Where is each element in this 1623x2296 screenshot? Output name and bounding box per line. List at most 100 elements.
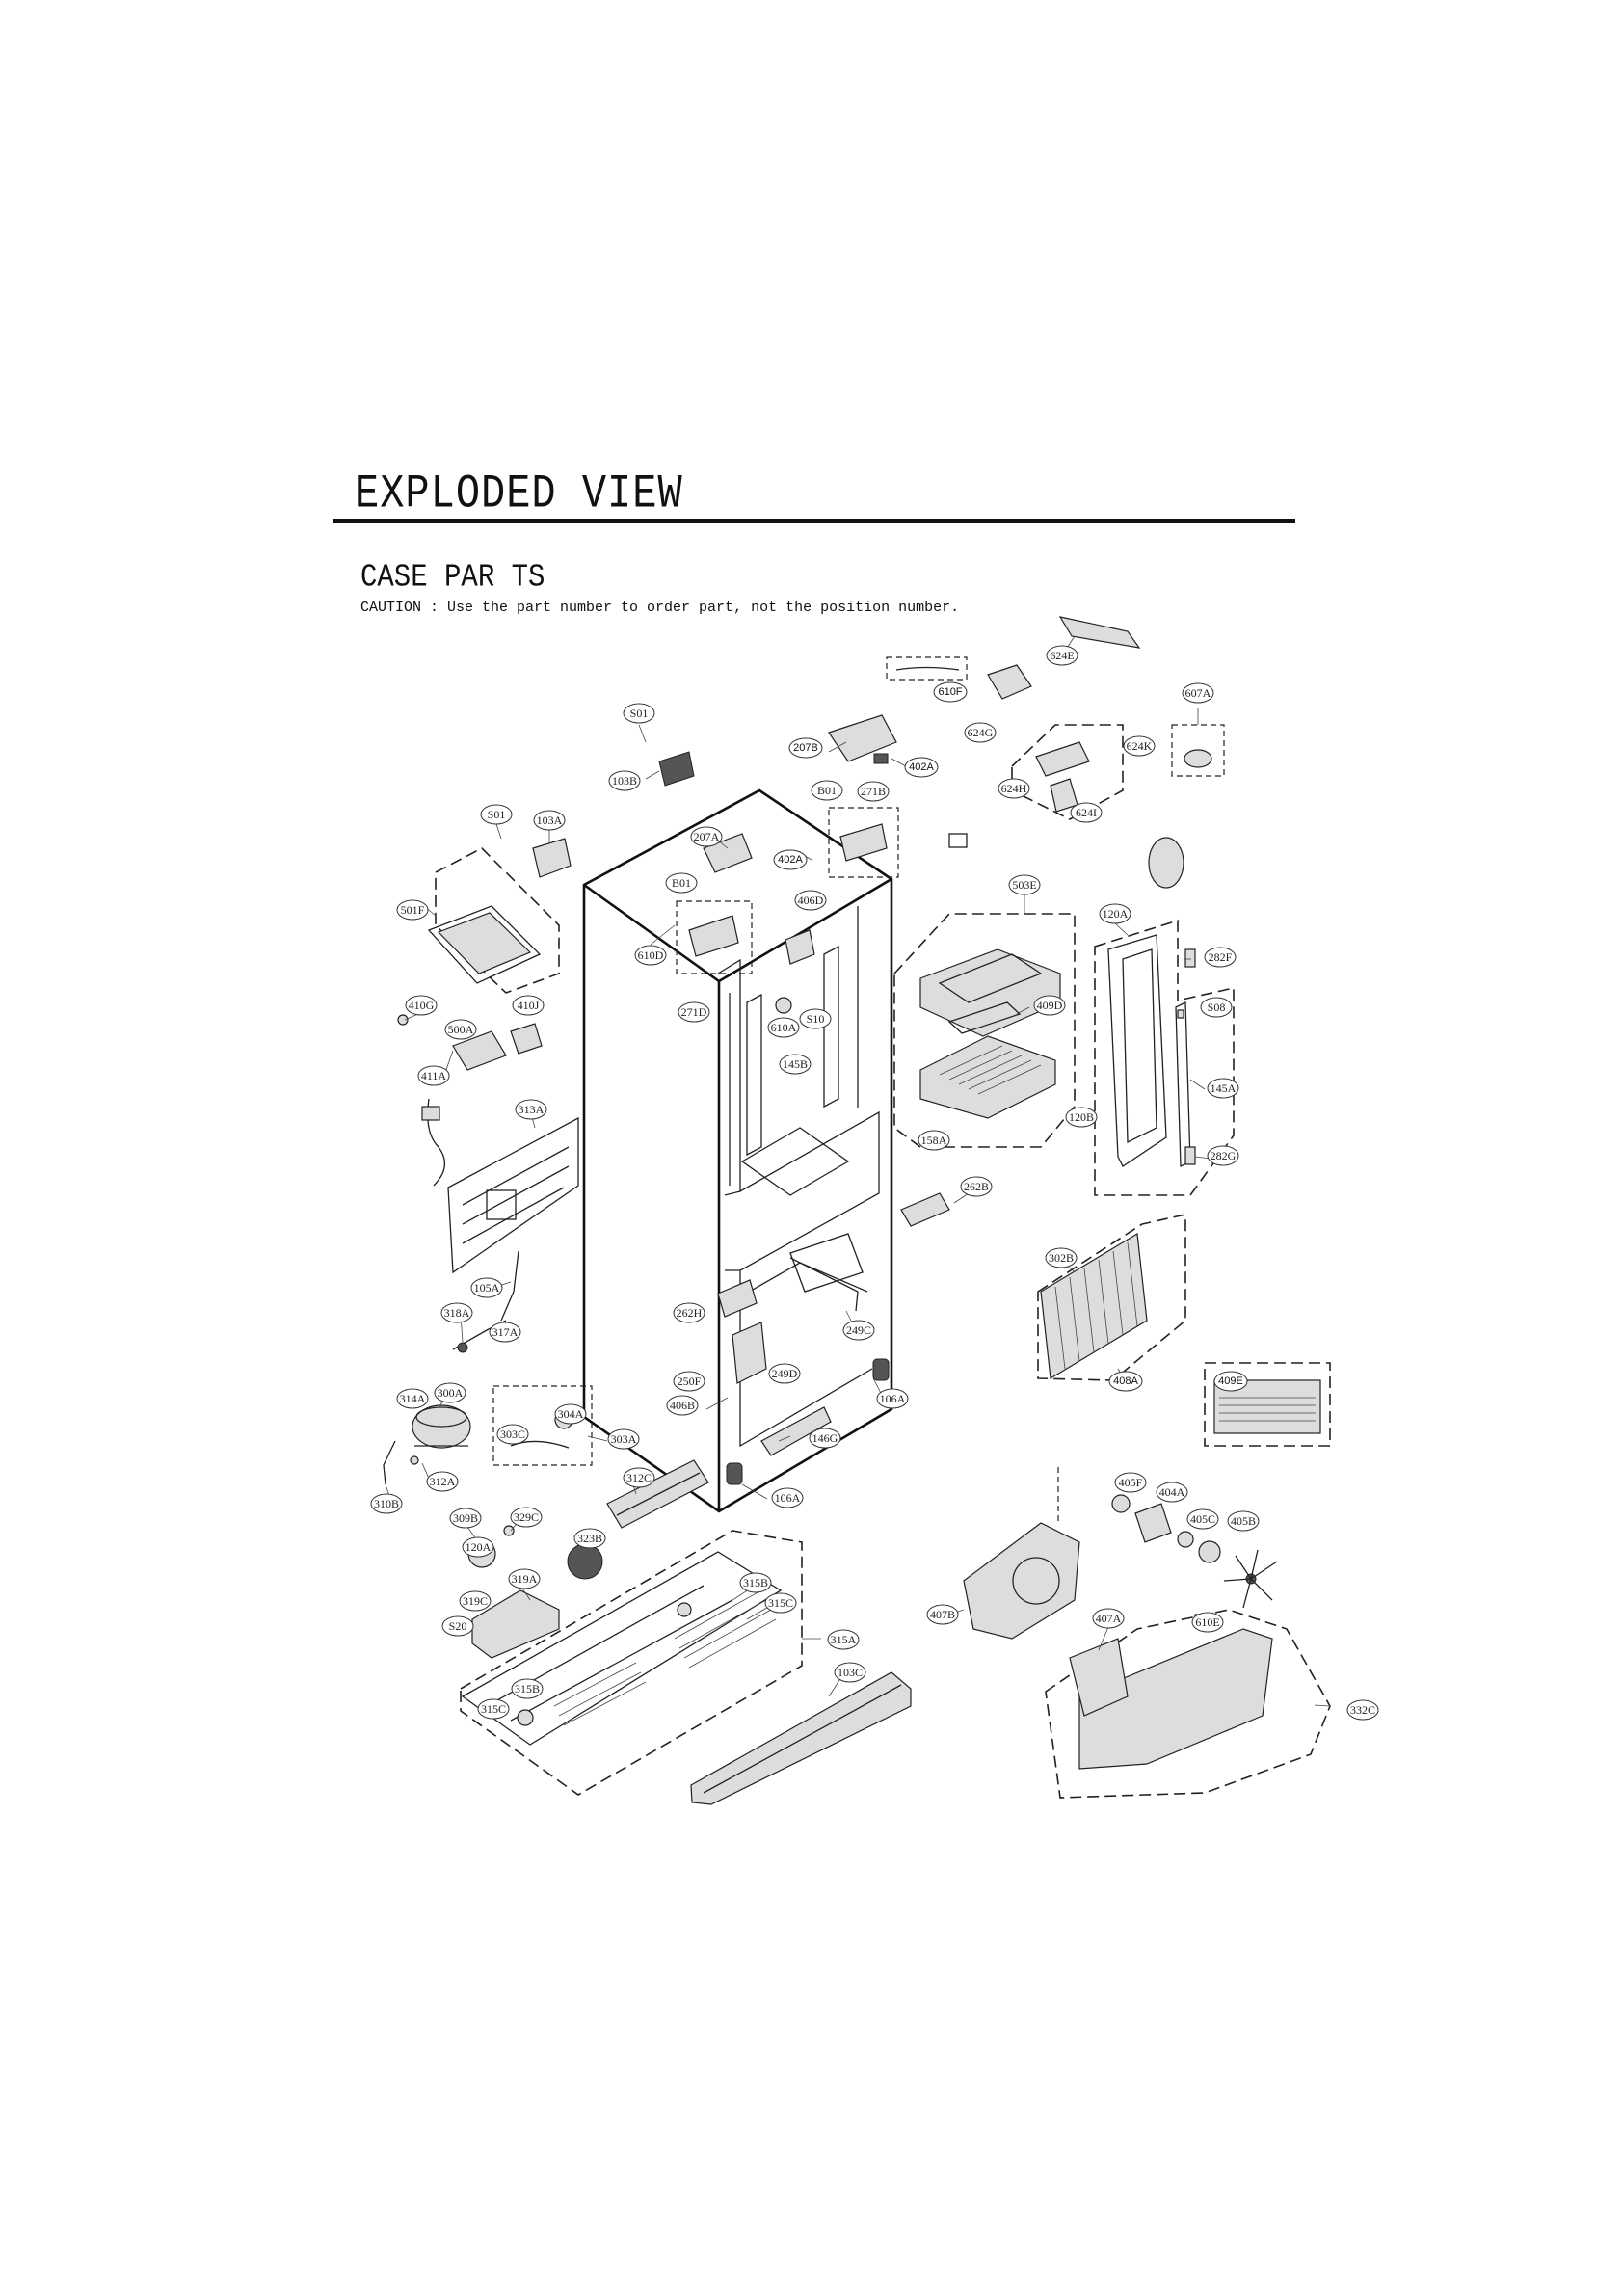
part-label-bubble: [405, 995, 438, 1016]
part-624j: [948, 833, 968, 848]
cabinet: [582, 788, 893, 1513]
part-label-text: 624G: [968, 726, 994, 739]
part-label-text: 312A: [430, 1475, 456, 1488]
part-label-405f: 405F: [1114, 1472, 1147, 1493]
part-label-bubble: [809, 1428, 841, 1449]
part-label-500a: 500A: [444, 1019, 477, 1040]
part-label-text: 304A: [558, 1407, 584, 1421]
part-label-bubble: [1346, 1699, 1379, 1721]
part-label-300a: 300A: [434, 1382, 466, 1403]
part-label-314a: 314A: [396, 1388, 429, 1409]
part-label-bubble: [441, 1615, 474, 1637]
part-label-bubble: [489, 1322, 521, 1343]
part-label-bubble: [857, 781, 890, 802]
part-label-bubble: [370, 1493, 403, 1514]
part-label-bubble: [511, 1678, 544, 1699]
part-label-bubble: [1204, 947, 1237, 968]
part-label-text: 500A: [448, 1023, 474, 1036]
part-label-bubble: [510, 1507, 543, 1528]
part-label-bubble: [623, 703, 655, 724]
fan-blade: [1223, 1549, 1278, 1609]
part-label-text: S20: [449, 1619, 467, 1633]
part-label-text: 329C: [514, 1510, 539, 1524]
part-label-408a: 408A: [1108, 1371, 1143, 1392]
part-label-bubble: [788, 737, 823, 759]
part-label-262h: 262H: [673, 1302, 705, 1323]
part-label-text: 145B: [783, 1057, 808, 1071]
part-label-text: 409E: [1218, 1375, 1243, 1387]
pipe-310b: [383, 1440, 396, 1485]
part-label-406b: 406B: [666, 1395, 699, 1416]
page-title: EXPLODED VIEW: [355, 467, 683, 521]
part-label-text: 302B: [1049, 1251, 1074, 1265]
part-label-text: 318A: [444, 1306, 470, 1320]
part-label-text: 207A: [694, 830, 720, 843]
part-label-503e: 503E: [1008, 874, 1041, 895]
part-label-bubble: [554, 1403, 587, 1425]
part-label-312c: 312C: [623, 1467, 655, 1488]
part-label-text: 271B: [861, 785, 886, 798]
strip-145a: [1175, 1001, 1191, 1168]
part-label-319c: 319C: [459, 1590, 492, 1612]
part-label-610d: 610D: [634, 945, 667, 966]
part-label-text: 404A: [1159, 1485, 1185, 1499]
rod-624e: [1058, 616, 1141, 649]
part-label-text: 250F: [678, 1375, 702, 1388]
part-label-text: 310B: [374, 1497, 399, 1510]
evaporator-302b: [1040, 1233, 1148, 1379]
part-label-text: 407B: [930, 1608, 955, 1621]
frame-271b: [828, 807, 899, 878]
part-label-315a: 315A: [827, 1629, 860, 1650]
part-label-271d: 271D: [678, 1001, 710, 1023]
cover-409d: [947, 1001, 1022, 1034]
part-label-bubble: [634, 945, 667, 966]
part-label-text: 405B: [1231, 1514, 1256, 1528]
part-label-bubble: [773, 849, 808, 870]
part-label-315b: 315B: [511, 1678, 544, 1699]
part-label-b01: B01: [665, 872, 698, 894]
part-label-text: 303C: [500, 1428, 525, 1441]
part-label-text: 120A: [466, 1540, 492, 1554]
part-label-bubble: [512, 995, 545, 1016]
part-label-bubble: [417, 1065, 450, 1086]
part-label-309b: 309B: [449, 1508, 482, 1529]
part-label-bubble: [1092, 1608, 1125, 1629]
motor-624g: [987, 664, 1032, 700]
frame-303c: [492, 1385, 593, 1466]
screw-410g: [397, 1014, 409, 1026]
part-label-s08: S08: [1200, 997, 1233, 1018]
part-label-text: 610A: [771, 1021, 797, 1034]
leg-106a-lower: [726, 1462, 743, 1485]
part-label-text: 610E: [1195, 1615, 1219, 1629]
part-label-bubble: [462, 1536, 494, 1558]
part-label-501f: 501F: [396, 899, 429, 921]
part-label-310b: 310B: [370, 1493, 403, 1514]
part-label-404a: 404A: [1156, 1482, 1188, 1503]
part-label-text: S01: [488, 808, 506, 821]
part-label-text: 409D: [1037, 999, 1063, 1012]
part-label-409e: 409E: [1213, 1371, 1248, 1392]
part-label-bubble: [739, 1572, 772, 1593]
part-label-405c: 405C: [1186, 1508, 1219, 1530]
part-label-145a: 145A: [1207, 1078, 1239, 1099]
part-label-text: 303A: [611, 1432, 637, 1446]
part-label-120b: 120B: [1065, 1107, 1098, 1128]
part-label-bubble: [1046, 645, 1078, 666]
bracket-146g: [760, 1406, 832, 1456]
part-282g: [1184, 1146, 1196, 1165]
part-label-text: 315B: [515, 1682, 540, 1695]
part-label-text: 624I: [1076, 806, 1097, 819]
part-249c: [789, 1257, 859, 1312]
part-label-bubble: [533, 810, 566, 831]
part-label-bubble: [515, 1099, 547, 1120]
part-label-407b: 407B: [926, 1604, 959, 1625]
valve-318a: [457, 1342, 468, 1353]
part-label-bubble: [1156, 1482, 1188, 1503]
part-label-text: 503E: [1012, 878, 1036, 892]
part-label-410g: 410G: [405, 995, 438, 1016]
part-label-bubble: [666, 1395, 699, 1416]
part-label-text: 309B: [453, 1511, 478, 1525]
part-label-624e: 624E: [1046, 645, 1078, 666]
part-label-text: 319A: [512, 1572, 538, 1586]
part-label-text: 501F: [401, 903, 425, 917]
